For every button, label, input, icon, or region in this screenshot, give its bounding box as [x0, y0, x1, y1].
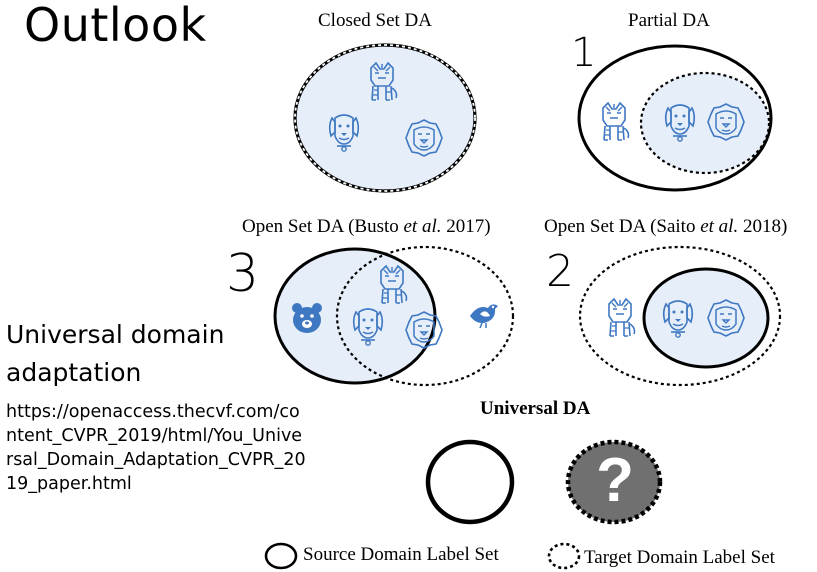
handwritten-number-1: 1 — [571, 30, 597, 76]
handwritten-number-2: 2 — [546, 246, 574, 297]
question-mark-icon: ? — [596, 446, 634, 515]
bear-icon — [292, 303, 322, 333]
legend-source-label: Source Domain Label Set — [303, 544, 499, 565]
closed-set-title: Closed Set DA — [318, 10, 432, 31]
saito-source-ellipse — [642, 267, 770, 369]
side-text-block: Universal domain adaptation https://open… — [6, 316, 306, 496]
legend-target-swatch — [547, 542, 581, 570]
handwritten-number-3: 3 — [226, 244, 260, 304]
partial-da-title: Partial DA — [628, 10, 710, 31]
open-set-saito-title: Open Set DA (Saito et al. 2018) — [544, 216, 788, 237]
open-set-busto-title: Open Set DA (Busto et al. 2017) — [242, 216, 491, 237]
universal-da-heading: Universal domain adaptation — [6, 320, 225, 387]
partial-da-diagram — [577, 44, 773, 192]
busto-target-ellipse — [335, 245, 515, 387]
open-set-busto-diagram — [273, 245, 515, 387]
universal-target-ellipse — [565, 439, 663, 525]
universal-source-ellipse — [425, 439, 515, 525]
universal-da-title: Universal DA — [480, 398, 591, 419]
slide-title: Outlook — [24, 0, 207, 52]
legend-source-swatch — [264, 542, 298, 570]
universal-da-diagram — [425, 439, 663, 525]
closed-target-ellipse — [294, 44, 476, 192]
partial-target-ellipse — [639, 71, 771, 175]
open-set-saito-diagram — [578, 245, 782, 387]
legend-target-label: Target Domain Label Set — [584, 547, 775, 568]
paper-url[interactable]: https://openaccess.thecvf.com/content_CV… — [6, 402, 306, 494]
closed-set-diagram — [293, 43, 477, 193]
